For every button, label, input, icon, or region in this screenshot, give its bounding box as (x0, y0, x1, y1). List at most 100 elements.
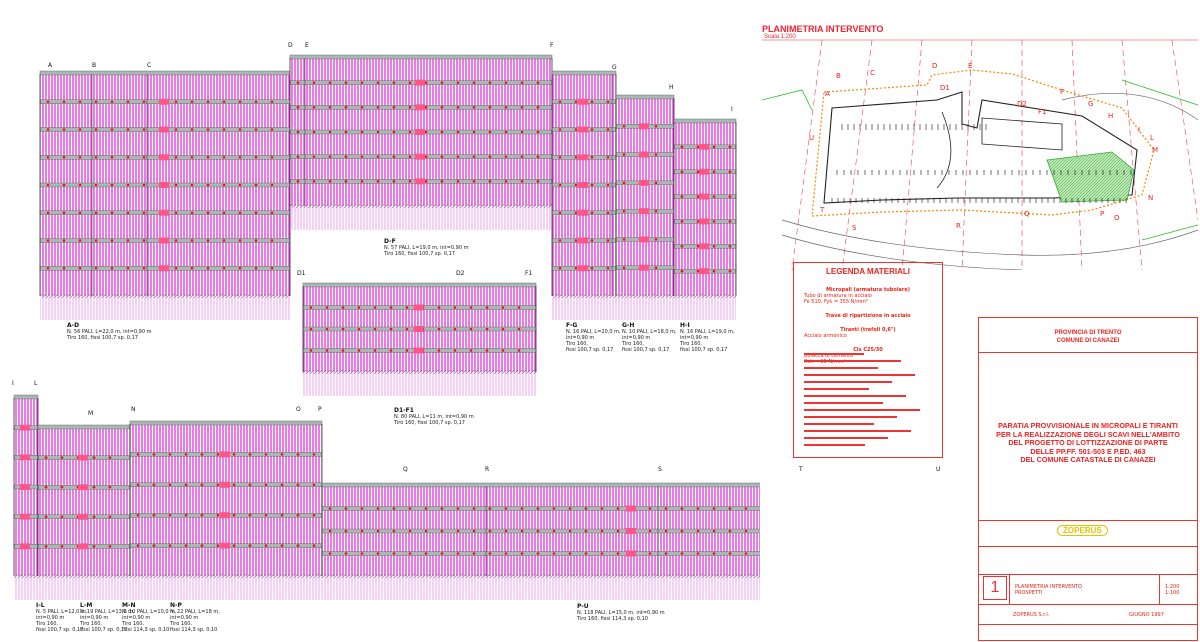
anchor-point (254, 155, 258, 159)
caption-line: N. 16 PALI, L=19,0 m, (680, 329, 735, 335)
anchor-point (408, 180, 412, 183)
anchor-point (248, 483, 252, 487)
anchor-point (344, 106, 348, 109)
legend-text-line (804, 409, 920, 411)
road-lines (781, 93, 1198, 270)
anchor-point (280, 513, 284, 517)
anchor-point (328, 106, 332, 109)
caption-heading: D-F (384, 238, 396, 245)
anchor-point (600, 529, 604, 533)
anchor-point (584, 552, 588, 555)
anchor-point (376, 180, 380, 183)
plan-point-letter: D (932, 62, 937, 70)
caption-g-h: G-H N. 10 PALI, L=18,0 m, int=0,90 m Tir… (622, 322, 677, 353)
anchor-point (168, 513, 172, 517)
anchor-point (472, 552, 476, 555)
anchor-point (206, 183, 210, 187)
anchor-point (376, 130, 380, 134)
anchor-point (606, 155, 610, 159)
anchor-point (728, 195, 732, 198)
scale-line: 1:100 (1165, 590, 1180, 596)
anchor-tag (220, 451, 230, 458)
point-letter: U (936, 466, 941, 473)
anchor-point (469, 327, 473, 331)
plan-point-letter: F (1060, 88, 1064, 96)
anchor-point (389, 327, 393, 331)
anchor-point (264, 544, 268, 547)
anchor-point (485, 349, 489, 352)
anchor-point (270, 100, 274, 104)
anchor-point (357, 349, 361, 352)
anchor-point (254, 183, 258, 187)
point-letter: F (550, 42, 554, 49)
anchor-point (142, 128, 146, 131)
anchor-point (680, 170, 684, 174)
top-beam (302, 282, 537, 288)
anchor-point (312, 130, 316, 134)
anchor-point (78, 211, 82, 215)
caption-line: Tiro 160, (80, 621, 103, 627)
anchor-point (472, 155, 476, 158)
anchor-point (184, 483, 188, 487)
anchor-point (94, 128, 98, 131)
anchor-point (312, 483, 316, 487)
title-block: PROVINCIA DI TRENTO COMUNE DI CANAZEI PA… (978, 317, 1198, 641)
caption-line: Tiro 160, fissi 100,7 sp. 0,17 (384, 251, 455, 257)
anchor-point (190, 266, 194, 270)
ground-line (616, 294, 674, 298)
anchor-point (696, 552, 700, 555)
anchor-point (174, 155, 178, 159)
anchor-point (728, 170, 732, 174)
legend-text-line (804, 437, 888, 439)
anchor-point (472, 180, 476, 183)
anchor-point (453, 327, 457, 331)
ground-line (322, 574, 760, 578)
anchor-point (392, 106, 396, 109)
anchor-tag (415, 153, 425, 160)
anchor-point (248, 453, 252, 456)
legend-text-line (804, 353, 864, 355)
anchor-point (254, 239, 258, 242)
anchor-point (453, 306, 457, 309)
anchor-point (696, 529, 700, 533)
anchor-tag (159, 154, 169, 161)
caption-line: Tiro 160, fissi 114,3 sp. 0,10 (577, 616, 648, 622)
anchor-point (200, 544, 204, 547)
caption-line: fissi 114,3 sp. 0,10 (122, 627, 170, 633)
province: PROVINCIA DI TRENTO (1054, 330, 1122, 336)
anchor-point (248, 513, 252, 517)
anchor-point (190, 100, 194, 104)
anchor-point (504, 106, 508, 109)
anchor-point (296, 513, 300, 517)
anchor-point (408, 130, 412, 134)
point-letter: D1 (297, 270, 306, 277)
elevations-drawing (13, 54, 760, 600)
anchor-tag (699, 143, 709, 150)
anchor-point (376, 552, 380, 555)
point-letter: O (296, 406, 301, 413)
point-letter: E (305, 42, 309, 49)
anchor-tag (639, 123, 649, 130)
anchor-point (126, 211, 130, 215)
anchor-point (536, 552, 540, 555)
anchor-point (206, 266, 210, 270)
anchor-point (590, 183, 594, 187)
anchor-point (108, 485, 112, 489)
anchor-point (392, 507, 396, 510)
point-letter: D2 (456, 270, 465, 277)
caption-line: N. 80 PALI, L=11 m, int=0,90 m (394, 414, 474, 420)
anchor-point (174, 128, 178, 131)
plan-point-letter: M (1152, 146, 1158, 154)
anchor-tag (415, 178, 425, 185)
caption-line: N. 5 PALI, L=12,0 m, (36, 609, 88, 615)
caption-a-d: A-D N. 56 PALI, L=22,0 m, int=0,90 m Tir… (67, 322, 151, 341)
caption-line: fissi 100,7 sp. 0,17 (566, 347, 614, 353)
anchor-point (238, 155, 242, 159)
anchor-point (142, 155, 146, 159)
anchor-point (424, 81, 428, 84)
ground-line (14, 574, 38, 578)
anchor-point (126, 155, 130, 159)
anchor-point (254, 100, 258, 104)
anchor-point (206, 211, 210, 215)
